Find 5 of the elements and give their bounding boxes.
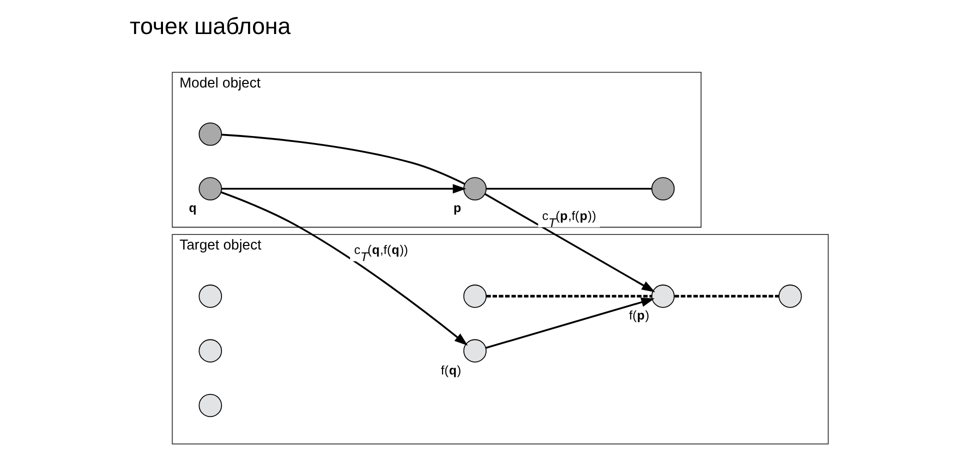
node-label: f(q) xyxy=(440,363,461,378)
node-label: p xyxy=(452,201,461,216)
node-label: f(p) xyxy=(628,308,649,323)
label: точек шаблона xyxy=(129,13,290,40)
node-label: q xyxy=(188,201,196,216)
